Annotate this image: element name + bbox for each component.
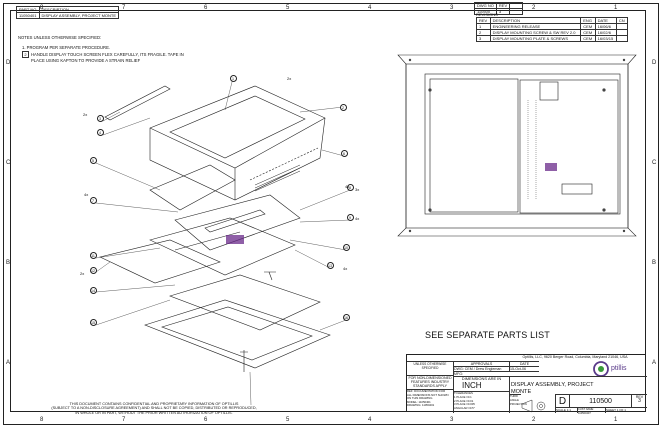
item-balloon: 13 bbox=[326, 261, 334, 269]
non-dimensioned-note: FOR NON-DIMENSIONED FEATURES INDUSTRY ST… bbox=[407, 375, 453, 389]
zone-marker: 4 bbox=[368, 417, 372, 423]
zone-marker: 3 bbox=[450, 417, 454, 423]
zone-marker: 8 bbox=[40, 417, 44, 423]
quantity-label: 4x bbox=[343, 266, 348, 271]
small-notes: REF: DOCUMENTATION FOR ALL DIMENSIONS NO… bbox=[407, 389, 453, 413]
sheet-number: SHEET 1 OF 1 bbox=[605, 407, 647, 413]
item-balloon: 10 bbox=[342, 243, 350, 251]
drawn-date: 15-Oct-06 bbox=[509, 366, 539, 371]
quantity-label: 4x bbox=[355, 216, 360, 221]
title-rev: REV 3 bbox=[631, 394, 647, 407]
zone-marker: 2 bbox=[532, 417, 536, 423]
zone-marker: B bbox=[6, 260, 11, 266]
zone-marker: 7 bbox=[122, 417, 126, 423]
quantity-label: 4x bbox=[345, 184, 350, 189]
item-balloon: 9 bbox=[346, 213, 354, 221]
revision-cell: CEM bbox=[580, 35, 596, 42]
zone-marker: A bbox=[6, 360, 11, 366]
confidential-notice: THIS DOCUMENT CONTAINS CONFIDENTIAL AND … bbox=[10, 402, 298, 415]
item-balloon: 1 bbox=[229, 74, 237, 82]
quantity-label: 4x bbox=[84, 192, 89, 197]
confidential-line-3: IN WHOLE OR IN PART, WITHOUT THE PRIOR W… bbox=[75, 410, 233, 415]
company-line: Optillis, LLC, 9620 Berger Road, Columbi… bbox=[522, 355, 628, 359]
title-block: Optillis, LLC, 9620 Berger Road, Columbi… bbox=[406, 354, 647, 415]
note-flag: 2 bbox=[22, 51, 29, 58]
item-balloon: 7 bbox=[89, 196, 97, 204]
title-dwg-no: 110500 bbox=[569, 394, 631, 407]
unless-specified: UNLESS OTHERWISE SPECIFIED bbox=[407, 361, 453, 375]
dwg-number-block: DWG NO REV 110500 3 bbox=[474, 2, 524, 15]
note-2-line1: HANDLE DISPLAY TOUCH SCREEN FLEX CAREFUL… bbox=[31, 52, 184, 57]
zone-marker: D bbox=[652, 60, 657, 66]
zone-marker: B bbox=[652, 260, 657, 266]
zone-marker: 6 bbox=[204, 417, 208, 423]
drawing-title: DISPLAY ASSEMBLY, PROJECT MONTE bbox=[511, 382, 594, 395]
notes-heading: NOTES UNLESS OTHERWISE SPECIFIED: bbox=[18, 35, 102, 40]
note-1: 1. PROGRAM PER SEPARATE PROCEDURE. bbox=[22, 45, 111, 50]
drawn-by: DWG: CEM / Drew Engleman bbox=[453, 366, 509, 371]
projection-label: THIRD ANGLE PROJECTION bbox=[509, 394, 527, 413]
item-balloon: 6 bbox=[340, 149, 348, 157]
confidential-line-2: (SUBJECT TO A NON-DISCLOSURE AGREEMENT) … bbox=[51, 406, 257, 411]
sheet-size: D bbox=[555, 394, 569, 407]
item-balloon: 5 bbox=[89, 156, 97, 164]
zone-marker: C bbox=[6, 160, 11, 166]
notes-block: NOTES UNLESS OTHERWISE SPECIFIED: 1. PRO… bbox=[18, 35, 184, 64]
item-balloon: 15 bbox=[89, 318, 97, 326]
quantity-label: 2x bbox=[80, 271, 85, 276]
item-balloon: 4 bbox=[96, 128, 104, 136]
company-logo: ptillis bbox=[611, 365, 627, 373]
tolerances: TOLERANCES 1 PLACE ±0.1 2 PLACE ±0.01 3 … bbox=[453, 391, 509, 413]
zone-marker: 6 bbox=[204, 5, 208, 11]
item-balloon: 3 bbox=[96, 114, 104, 122]
dimensions-are-in: DIMENSIONS ARE IN bbox=[453, 376, 509, 381]
note-2-line2: PLACE USING KAPTON TO PROVIDE A STRAIN R… bbox=[31, 58, 141, 63]
zone-marker: 5 bbox=[286, 417, 290, 423]
revisions-title: REVISIONS bbox=[476, 12, 498, 17]
zone-marker: D bbox=[6, 60, 11, 66]
zone-marker: 2 bbox=[532, 5, 536, 11]
item-balloon: 12 bbox=[89, 266, 97, 274]
item-balloon: 14 bbox=[89, 286, 97, 294]
item-balloon: 2 bbox=[339, 103, 347, 111]
quantity-label: 2x bbox=[83, 112, 88, 117]
cust-name: CUST NAME: 110500407 bbox=[577, 407, 605, 415]
mfg-label: MFG: bbox=[453, 371, 539, 376]
logo-text: ptillis bbox=[611, 365, 627, 372]
zone-marker: 5 bbox=[286, 5, 290, 11]
zone-marker: 4 bbox=[368, 5, 372, 11]
description-value: DISPLAY ASSEMBLY, PROJECT MONTE bbox=[38, 12, 120, 19]
scale-value: 1:1 bbox=[566, 408, 571, 412]
rev-value: 3 bbox=[495, 8, 511, 15]
zone-marker: C bbox=[652, 160, 657, 166]
zone-marker: 7 bbox=[122, 5, 126, 11]
zone-marker: 3 bbox=[450, 5, 454, 11]
drawing-frame bbox=[10, 10, 646, 412]
date-label: DATE bbox=[509, 361, 539, 366]
item-balloon: 8 bbox=[346, 183, 354, 191]
units-value: INCH bbox=[453, 381, 509, 391]
drawing-sheet bbox=[3, 3, 659, 425]
zone-marker: A bbox=[652, 360, 657, 366]
revision-cell bbox=[615, 35, 629, 42]
item-balloon: 16 bbox=[342, 313, 350, 321]
zone-marker: 1 bbox=[614, 5, 618, 11]
scale-label: SCALE 1:1 bbox=[555, 407, 577, 413]
confidential-line-1: THIS DOCUMENT CONTAINS CONFIDENTIAL AND … bbox=[69, 402, 239, 406]
item-balloon: 11 bbox=[89, 251, 97, 259]
see-parts-list: SEE SEPARATE PARTS LIST bbox=[425, 330, 550, 340]
part-number-block: PART NO DESCRIPTION 11050401 DISPLAY ASS… bbox=[16, 6, 120, 19]
zone-marker: 1 bbox=[614, 417, 618, 423]
quantity-label: 3x bbox=[355, 187, 360, 192]
approvals-label: APPROVALS bbox=[453, 361, 509, 366]
quantity-label: 2x bbox=[287, 76, 292, 81]
